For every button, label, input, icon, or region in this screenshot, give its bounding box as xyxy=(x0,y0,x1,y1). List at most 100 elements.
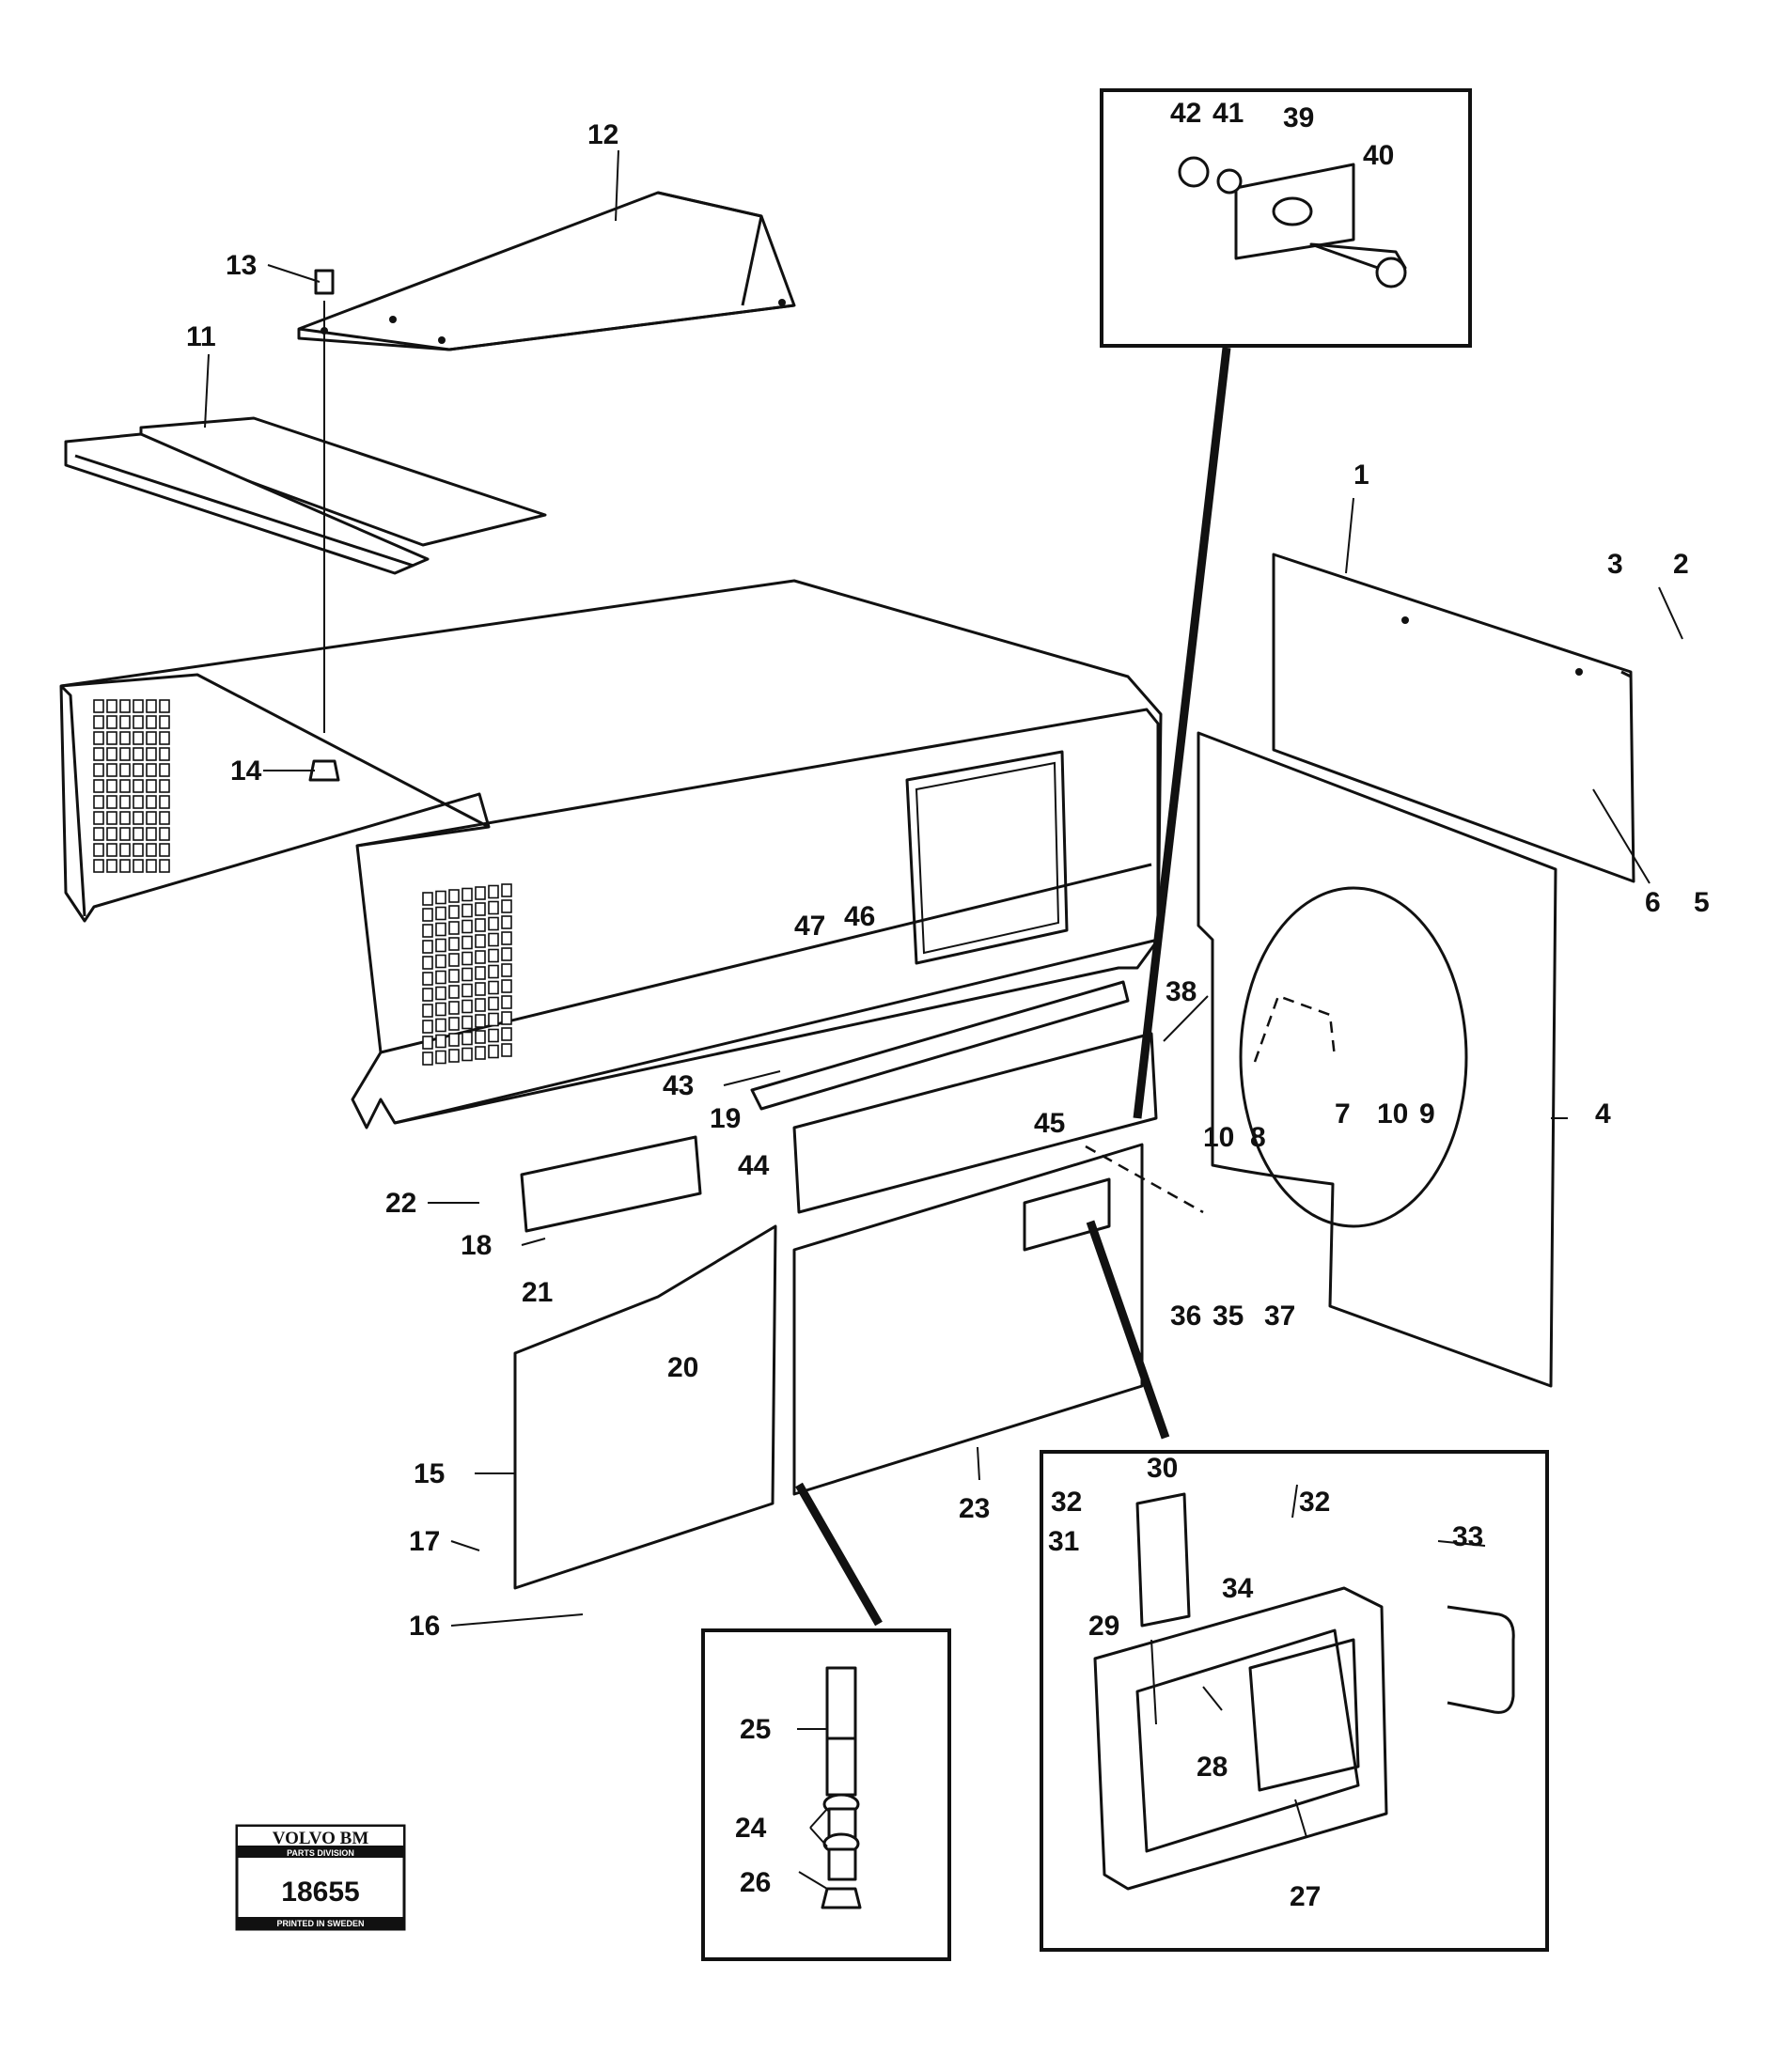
part-15-panel xyxy=(513,1224,777,1590)
grille-cell xyxy=(106,763,117,777)
inset-connector-lines xyxy=(795,347,1231,1627)
grille-cell xyxy=(462,1047,473,1062)
grille-cell xyxy=(133,779,144,793)
grille-cell xyxy=(106,843,117,857)
grille-cell xyxy=(475,934,486,948)
callout-42: 42 xyxy=(1170,98,1201,129)
grille-cell xyxy=(501,979,512,993)
grille-cell xyxy=(159,731,170,745)
grille-cell xyxy=(501,1027,512,1041)
grille-cell xyxy=(488,900,499,915)
grille-cell xyxy=(488,1012,499,1027)
grille-cell xyxy=(462,935,473,950)
grille-cell xyxy=(501,899,512,913)
grille-cell xyxy=(133,795,144,809)
callout-22: 22 xyxy=(385,1188,416,1219)
grille-cell xyxy=(488,884,499,899)
callout-47: 47 xyxy=(794,911,825,942)
callout-32b: 32 xyxy=(1299,1487,1330,1518)
grille-cell xyxy=(488,964,499,979)
grille-cell xyxy=(501,1043,512,1057)
stamp-footer: PRINTED IN SWEDEN xyxy=(276,1919,364,1928)
grille-cell xyxy=(422,1036,433,1050)
grille-cell xyxy=(422,1020,433,1034)
callout-11: 11 xyxy=(186,321,216,352)
grille-cell xyxy=(462,999,473,1014)
callout-28: 28 xyxy=(1197,1752,1228,1783)
callout-9: 9 xyxy=(1419,1098,1435,1129)
grille-cell xyxy=(448,985,460,999)
grille-cell xyxy=(488,996,499,1011)
volvo-bm-parts-stamp: VOLVO BM PARTS DIVISION 18655 PRINTED IN… xyxy=(235,1824,406,1931)
grille-cell xyxy=(93,795,104,809)
grille-cell xyxy=(475,1014,486,1028)
grille-cell xyxy=(93,763,104,777)
grille-cell xyxy=(93,699,104,713)
grille-cell xyxy=(159,827,170,841)
callout-16: 16 xyxy=(409,1611,440,1642)
grille-cell xyxy=(133,859,144,873)
callout-8: 8 xyxy=(1250,1122,1266,1153)
grille-cell xyxy=(435,890,446,905)
grille-cell xyxy=(501,947,512,961)
callout-3: 3 xyxy=(1607,549,1623,580)
callout-13: 13 xyxy=(226,250,257,281)
callout-21: 21 xyxy=(522,1277,553,1308)
grille-cell xyxy=(159,763,170,777)
grille-cell xyxy=(501,963,512,977)
grille-strips xyxy=(520,980,1158,1233)
grille-cell xyxy=(133,715,144,729)
grille-cell xyxy=(106,731,117,745)
grille-cell xyxy=(488,1044,499,1059)
grille-cell xyxy=(488,1028,499,1043)
grille-cell xyxy=(119,859,131,873)
grille-cell xyxy=(106,859,117,873)
grille-cell xyxy=(133,843,144,857)
grille-cell xyxy=(119,699,131,713)
callout-35: 35 xyxy=(1213,1301,1244,1332)
grille-cell xyxy=(93,731,104,745)
grille-cell xyxy=(448,1049,460,1063)
grille-cell xyxy=(119,715,131,729)
grille-cell xyxy=(93,811,104,825)
grille-cell xyxy=(146,747,157,761)
grille-cell xyxy=(422,988,433,1002)
callout-45: 45 xyxy=(1034,1108,1065,1139)
grille-cell xyxy=(422,1004,433,1018)
grille-cell xyxy=(462,887,473,902)
callout-43: 43 xyxy=(663,1070,694,1101)
grille-cell xyxy=(462,967,473,982)
callout-23: 23 xyxy=(959,1493,990,1524)
grille-cell xyxy=(119,843,131,857)
grille-cell xyxy=(106,811,117,825)
callout-4: 4 xyxy=(1595,1098,1611,1129)
grille-cell xyxy=(93,779,104,793)
callout-19: 19 xyxy=(710,1103,741,1134)
callout-7: 7 xyxy=(1335,1098,1351,1129)
callout-34: 34 xyxy=(1222,1573,1254,1604)
dashed-guide-lines xyxy=(1085,994,1337,1214)
grille-cell xyxy=(146,763,157,777)
fastener-axis-13-14 xyxy=(308,269,340,782)
callout-12: 12 xyxy=(587,119,618,150)
grille-cell xyxy=(146,843,157,857)
callout-20: 20 xyxy=(667,1352,698,1383)
callout-10a: 10 xyxy=(1377,1098,1408,1129)
callout-labels: 1 2 3 4 5 6 7 8 9 10 10 11 12 13 14 15 1… xyxy=(186,98,1710,1912)
grille-cell xyxy=(475,998,486,1012)
callout-30: 30 xyxy=(1147,1453,1178,1484)
engine-hood xyxy=(59,579,1163,1129)
grille-cell xyxy=(448,1033,460,1047)
callout-29: 29 xyxy=(1088,1611,1119,1642)
grille-cell xyxy=(448,953,460,967)
grille-cell xyxy=(448,1001,460,1015)
grille-cell xyxy=(146,779,157,793)
grille-cell xyxy=(435,954,446,969)
callout-46: 46 xyxy=(844,901,875,932)
callout-15: 15 xyxy=(414,1458,445,1489)
grille-cell xyxy=(501,931,512,945)
grille-cell xyxy=(462,1015,473,1030)
grille-cell xyxy=(146,699,157,713)
grille-cell xyxy=(146,811,157,825)
grille-cell xyxy=(119,811,131,825)
